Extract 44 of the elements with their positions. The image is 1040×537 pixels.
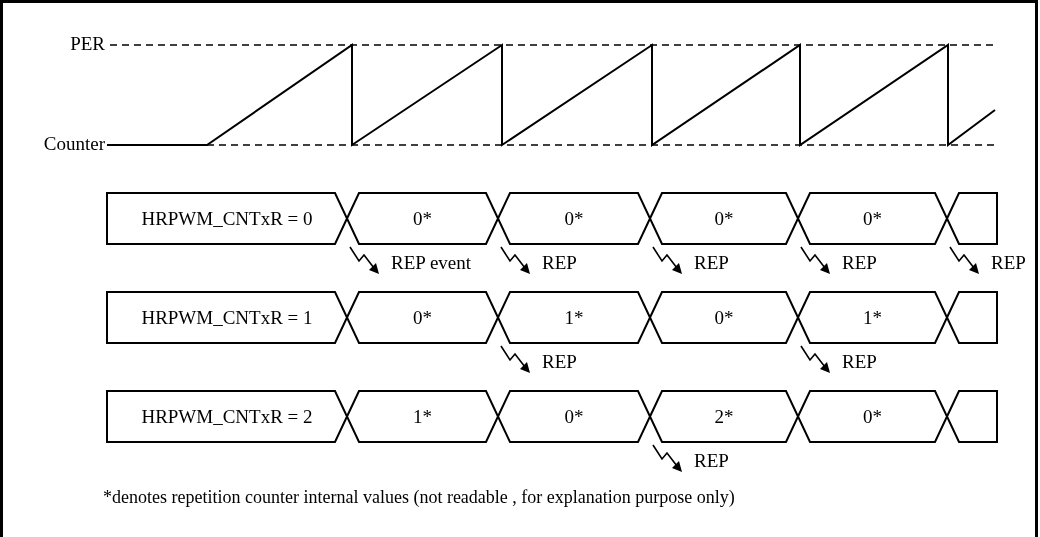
bus-segment [347, 292, 498, 343]
event-label: REP [694, 450, 729, 472]
counter-value: 2* [713, 405, 735, 428]
bus-segment [498, 193, 650, 244]
empty-bus-segment [947, 292, 997, 343]
counter-value: 0* [563, 405, 585, 428]
bus-segment [650, 391, 798, 442]
bus-segment [498, 292, 650, 343]
bus-segment [798, 391, 947, 442]
counter-value: 0* [412, 306, 433, 329]
event-label: REP [542, 351, 577, 373]
counter-value: 0* [862, 207, 883, 230]
empty-bus-segment [947, 391, 997, 442]
bus-segment [347, 391, 498, 442]
event-label: REP [842, 252, 877, 274]
footnote: *denotes repetition counter internal values (not readable , for explanation purpose only) [103, 486, 735, 508]
bus-segment [650, 292, 798, 343]
bus-segment [498, 391, 650, 442]
register-label: HRPWM_CNTxR = 2 [140, 405, 314, 428]
register-value-box [107, 292, 347, 343]
counter-value: 1* [412, 405, 433, 428]
counter-value: 0* [412, 207, 433, 230]
register-label: HRPWM_CNTxR = 1 [140, 306, 314, 329]
bus-segment [650, 193, 798, 244]
event-label: REP [542, 252, 577, 274]
bus-segment [798, 193, 947, 244]
axis-label: Counter [43, 133, 105, 155]
event-label: REP [694, 252, 729, 274]
register-value-box [107, 391, 347, 442]
axis-label: PER [70, 33, 105, 55]
counter-value: 0* [713, 207, 735, 230]
register-label: HRPWM_CNTxR = 0 [140, 207, 314, 230]
event-label: REP [842, 351, 877, 373]
bus-segment [347, 193, 498, 244]
counter-value: 0* [713, 306, 735, 329]
event-label: REP [991, 252, 1026, 274]
counter-value: 0* [563, 207, 585, 230]
empty-bus-segment [947, 193, 997, 244]
bus-segment [798, 292, 947, 343]
counter-value: 0* [862, 405, 883, 428]
event-label: REP event [391, 252, 472, 274]
register-value-box [107, 193, 347, 244]
counter-value: 1* [563, 306, 585, 329]
counter-value: 1* [862, 306, 883, 329]
